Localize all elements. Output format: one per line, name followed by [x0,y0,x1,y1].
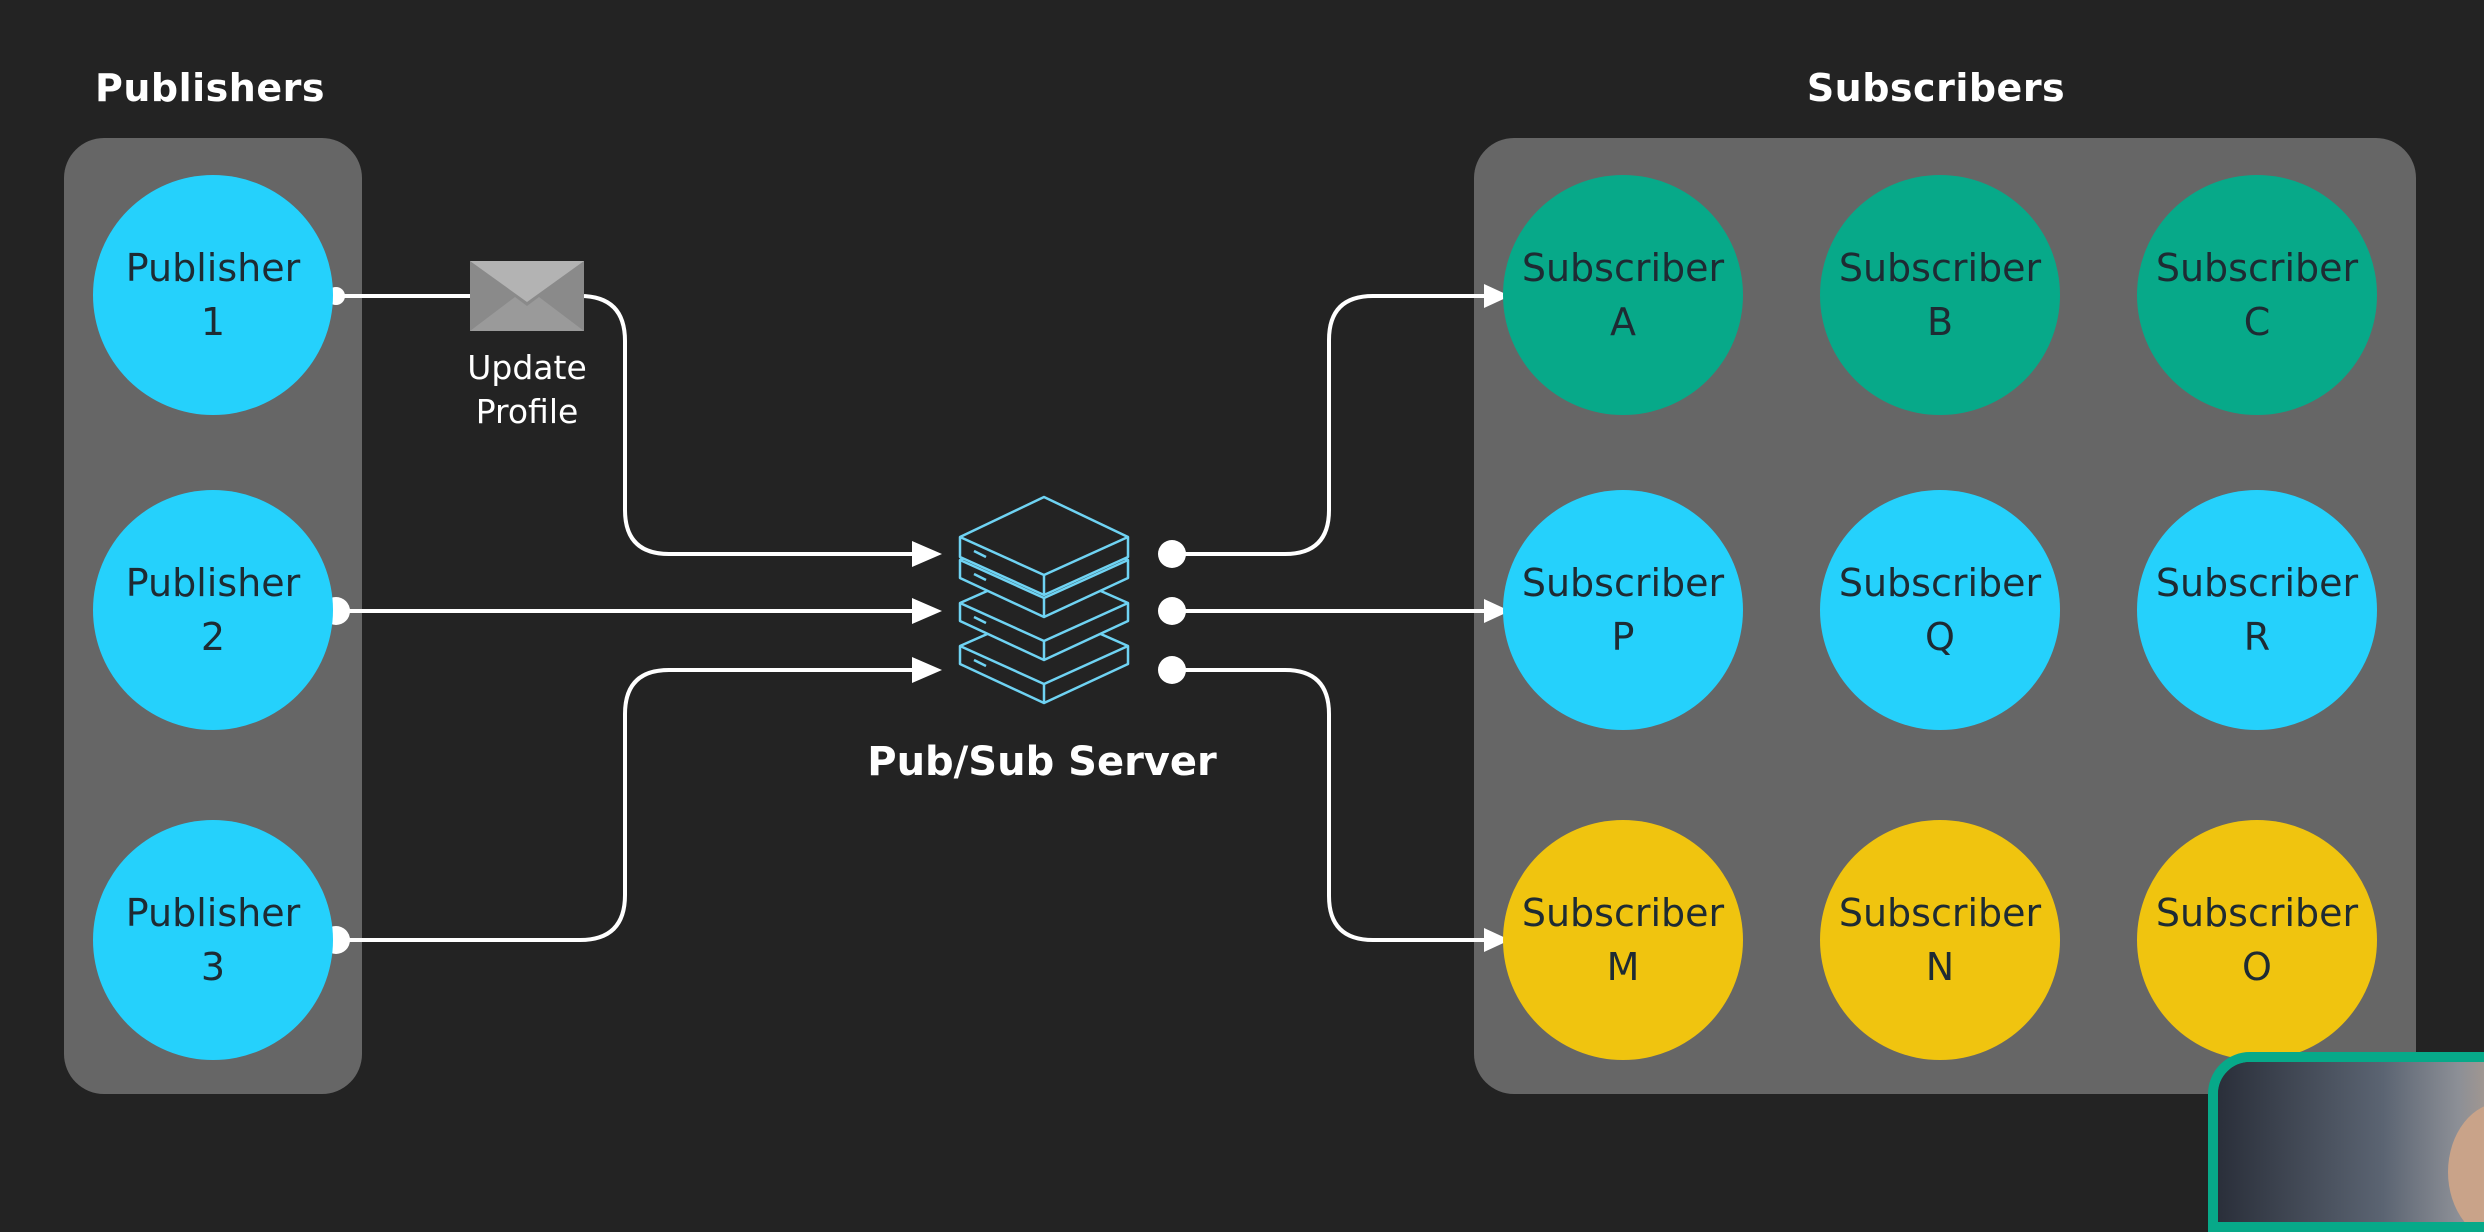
arrowhead-a [1484,284,1510,308]
node-label-line1: Subscriber [1838,561,2042,605]
node-label-line1: Publisher [125,561,301,605]
node-label-line1: Subscriber [1838,891,2042,935]
connection-wires [322,261,1510,954]
node-label-line2: R [2243,615,2271,659]
server-label: Pub/Sub Server [867,739,1217,785]
publisher-node: Publisher 2 [93,490,333,730]
message-label-line1: Update [467,348,587,387]
webcam-overlay [2208,1052,2484,1232]
arrowhead-1 [912,541,942,567]
subscriber-node: Subscriber P [1503,490,1743,730]
wire-publisher-3 [336,668,935,942]
node-label-line2: 2 [200,615,226,659]
node-label-line2: O [2242,945,2272,989]
dot-server-out-1 [1158,540,1186,568]
subscriber-node: Subscriber Q [1820,490,2060,730]
subscriber-node: Subscriber A [1503,175,1743,415]
wire-subscriber-m [1172,668,1496,942]
arrowhead-3 [912,657,942,683]
wire-subscriber-a [1172,294,1496,556]
message-label: Update Profile [437,346,617,434]
node-label-line1: Subscriber [1838,246,2042,290]
wire-publisher-1 [336,294,935,556]
node-label-line2: N [1925,945,1955,989]
arrowhead-m [1484,928,1510,952]
node-label-line1: Subscriber [1521,561,1725,605]
publisher-node: Publisher 1 [93,175,333,415]
dot-server-out-2 [1158,597,1186,625]
node-label-line2: M [1606,945,1640,989]
node-label-line2: P [1611,615,1635,659]
node-label-line2: C [2243,300,2271,344]
message-label-line2: Profile [475,392,579,431]
arrowhead-p [1484,599,1510,623]
webcam-video [2218,1062,2484,1222]
node-label-line1: Subscriber [2155,246,2359,290]
subscriber-node: Subscriber R [2137,490,2377,730]
subscriber-node: Subscriber B [1820,175,2060,415]
node-label-line2: 3 [200,945,226,989]
subscriber-node: Subscriber C [2137,175,2377,415]
node-label-line2: Q [1925,615,1955,659]
dot-server-out-3 [1158,656,1186,684]
node-label-line1: Subscriber [2155,561,2359,605]
server-stack-icon [958,495,1130,705]
node-label-line1: Subscriber [1521,246,1725,290]
node-label-line1: Subscriber [2155,891,2359,935]
node-label-line2: B [1926,300,1954,344]
node-label-line2: A [1610,300,1636,344]
subscribers-title: Subscribers [1806,66,2066,110]
arrowhead-2 [912,598,942,624]
publisher-node: Publisher 3 [93,820,333,1060]
node-label-line1: Subscriber [1521,891,1725,935]
node-label-line1: Publisher [125,246,301,290]
node-label-line1: Publisher [125,891,301,935]
envelope-icon [470,261,584,331]
subscriber-node: Subscriber M [1503,820,1743,1060]
subscriber-node: Subscriber O [2137,820,2377,1060]
node-label-line2: 1 [200,300,226,344]
publishers-title: Publishers [95,66,325,110]
subscriber-node: Subscriber N [1820,820,2060,1060]
